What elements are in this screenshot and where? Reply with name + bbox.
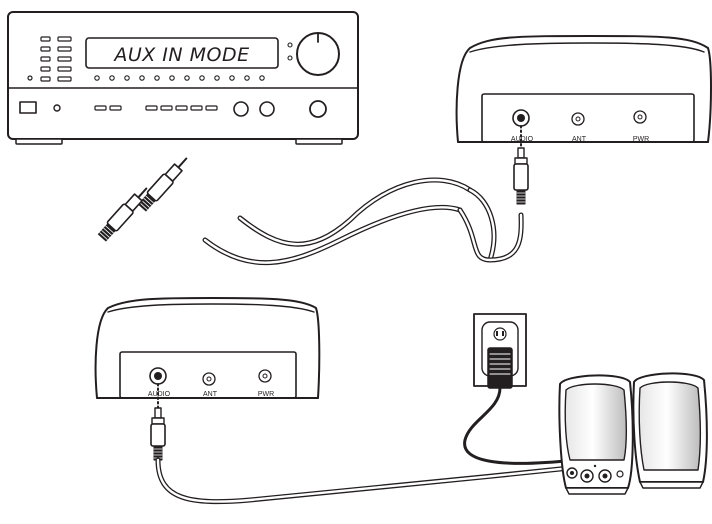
power-cable xyxy=(463,386,577,465)
rca-plug-lower xyxy=(97,187,148,242)
power-button xyxy=(19,101,37,114)
bottom-ant-label: ANT xyxy=(203,391,218,398)
top-mini-jack-plug xyxy=(513,125,529,205)
receiver-display-text: AUX IN MODE xyxy=(112,44,249,66)
top-ant-label: ANT xyxy=(572,136,587,143)
av-receiver xyxy=(7,11,359,145)
speaker-right xyxy=(632,372,708,489)
speaker-audio-cable xyxy=(155,457,573,505)
speaker-left xyxy=(558,374,634,495)
transmitter-top xyxy=(455,35,712,143)
transmitter-bottom xyxy=(94,297,321,399)
receiver-preset-buttons xyxy=(27,36,72,82)
bottom-audio-label: AUDIO xyxy=(148,391,171,398)
top-audio-label: AUDIO xyxy=(511,136,534,143)
bottom-pwr-label: PWR xyxy=(258,391,274,398)
power-adapter xyxy=(487,347,513,389)
bottom-mini-jack-plug xyxy=(150,383,166,461)
receiver-display xyxy=(85,37,279,69)
rca-plug-upper xyxy=(137,157,188,212)
top-pwr-label: PWR xyxy=(633,136,649,143)
receiver-indicator-dots xyxy=(94,42,293,81)
rca-to-mini-cable xyxy=(202,177,524,266)
volume-knob xyxy=(296,32,340,76)
